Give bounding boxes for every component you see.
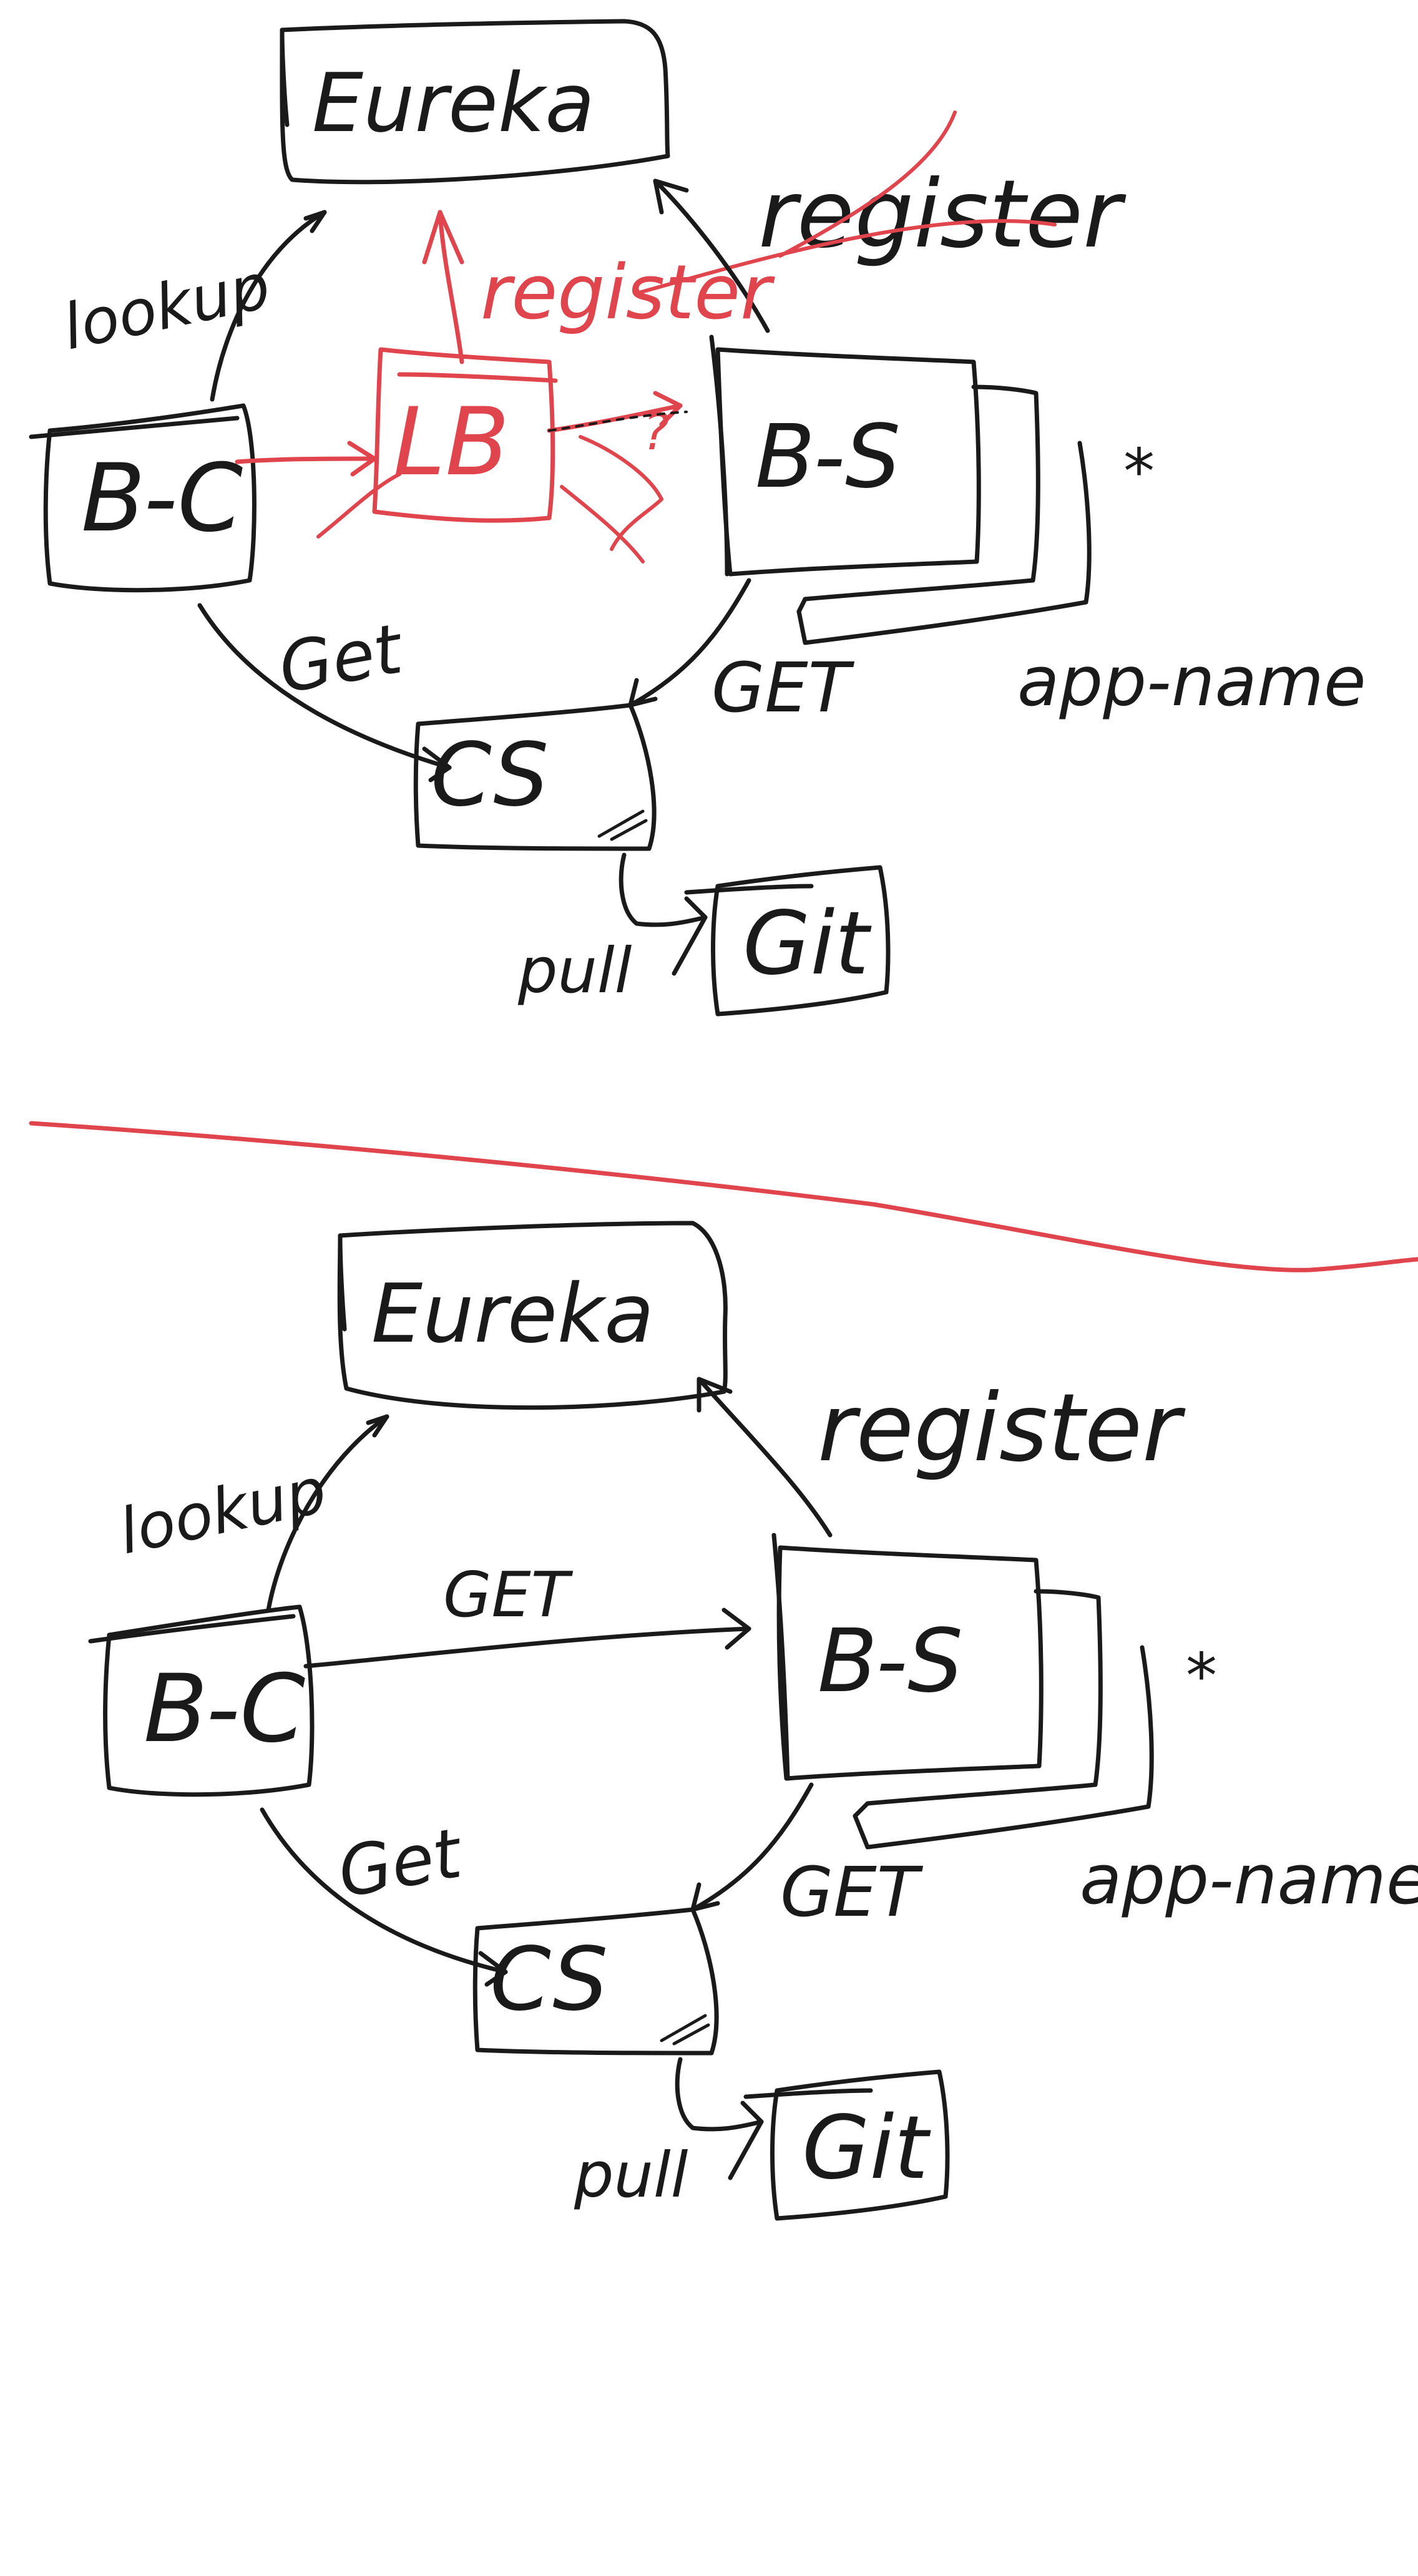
bottom-eureka-node: Eureka	[337, 1221, 728, 1410]
bottom-get-direct-label: GET	[443, 1558, 574, 1631]
bottom-git-label: Git	[802, 2097, 931, 2199]
top-lb-register: register	[422, 210, 775, 364]
bottom-diagram: Eureka register lookup B-C GET B-S * app…	[88, 1221, 1418, 2221]
divider-line	[29, 1121, 1418, 1272]
bottom-register-arrow	[697, 1377, 833, 1538]
bottom-bs-star: *	[1186, 1639, 1217, 1712]
bottom-pull-label: pull	[574, 2139, 688, 2212]
bottom-lookup-arrow	[266, 1414, 389, 1612]
top-bc-label: B-C	[81, 444, 243, 553]
bottom-get-left-label: Get	[332, 1813, 469, 1913]
bottom-git-node: Git	[743, 2069, 950, 2221]
top-get-right-label: GET	[711, 648, 855, 728]
top-bc-to-cs-arrow	[197, 603, 452, 770]
top-lookup-label: lookup	[57, 249, 276, 364]
bottom-bs-label: B-S	[818, 1611, 963, 1712]
bottom-bc-to-bs-arrow	[303, 1626, 751, 1669]
top-bs-label: B-S	[755, 406, 901, 508]
top-get-left-label: Get	[273, 608, 409, 709]
top-git-label: Git	[743, 893, 872, 995]
bottom-cs-label: CS	[490, 1929, 608, 2031]
bottom-bc-label: B-C	[144, 1655, 305, 1764]
top-bc-to-lb-arrow	[235, 456, 377, 464]
top-cs-label: CS	[431, 724, 549, 826]
top-git-node: Git	[684, 865, 891, 1017]
bottom-bc-node: B-C	[88, 1604, 315, 1797]
top-cs-to-git-arrow	[619, 852, 708, 927]
bottom-bs-node: B-S * app-name	[771, 1533, 1418, 1920]
bottom-cs-to-git-arrow	[675, 2057, 764, 2132]
top-lb-label: LB	[393, 388, 509, 497]
top-bc-node: B-C	[29, 403, 257, 593]
top-lookup-arrow	[210, 210, 327, 402]
top-register-struck: register	[635, 110, 1127, 295]
top-pull-label: pull	[517, 934, 632, 1007]
top-eureka-label: Eureka	[312, 56, 595, 150]
bottom-app-name-label: app-name	[1080, 1840, 1418, 1920]
top-register-arrow	[653, 178, 770, 333]
top-app-name-label: app-name	[1017, 642, 1366, 721]
top-register-struck-label: register	[758, 160, 1127, 269]
bottom-bs-to-cs-arrow	[690, 1782, 814, 1912]
top-bs-to-cs-arrow	[628, 578, 751, 708]
top-lb-node: LB ?	[316, 347, 669, 564]
top-bs-star: *	[1123, 435, 1155, 508]
bottom-eureka-label: Eureka	[371, 1266, 654, 1361]
top-eureka-node: Eureka	[280, 19, 670, 185]
top-lb-register-label: register	[481, 250, 775, 336]
top-bs-node: B-S * app-name	[709, 334, 1366, 721]
top-cs-node: CS	[413, 703, 657, 851]
bottom-lookup-label: lookup	[113, 1453, 333, 1568]
bottom-bc-to-cs-arrow	[260, 1807, 508, 1974]
top-diagram: Eureka register register lookup B-C	[29, 19, 1366, 1017]
bottom-cs-node: CS	[472, 1907, 719, 2056]
bottom-get-right-label: GET	[780, 1852, 924, 1932]
bottom-register-label: register	[818, 1374, 1186, 1483]
